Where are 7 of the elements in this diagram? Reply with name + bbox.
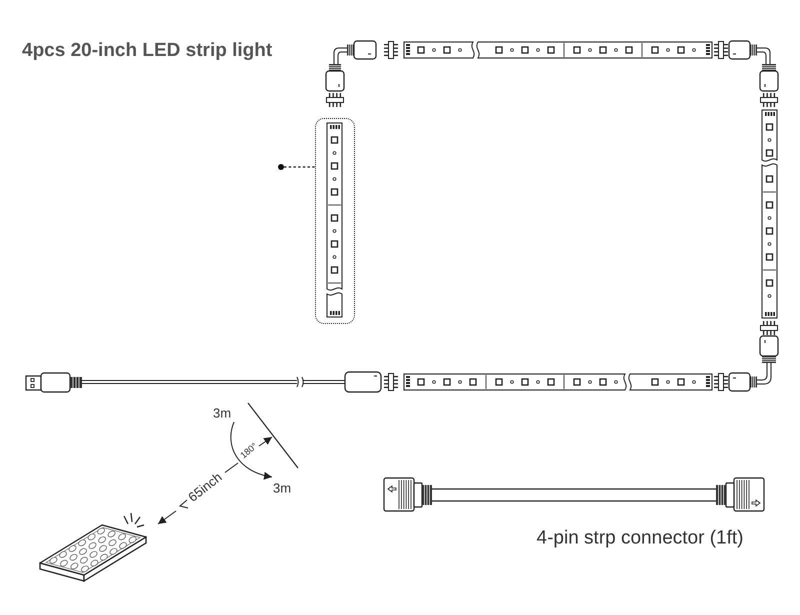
leader-dot [278, 164, 284, 170]
dotted-frame [315, 118, 355, 324]
title: 4pcs 20-inch LED strip light [22, 41, 272, 60]
range-label: 3m [212, 406, 232, 420]
part-label: 4-pin strp connector (1ft) [536, 528, 744, 548]
range-label: 3m [272, 482, 292, 494]
leader-line [284, 166, 315, 168]
